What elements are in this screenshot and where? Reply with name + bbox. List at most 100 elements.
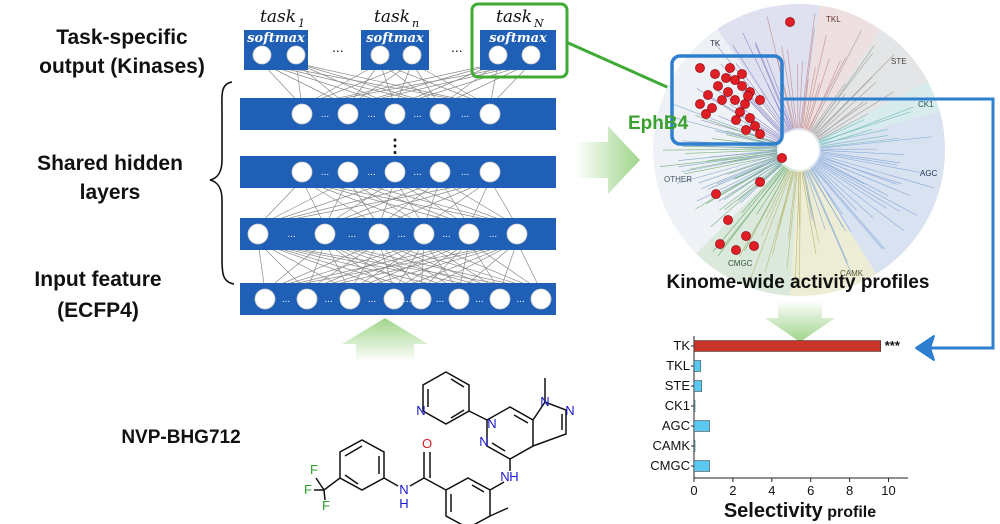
- atom-n-pyridine: N: [416, 403, 425, 418]
- task-N-highlight-box: [470, 2, 569, 79]
- connection-line: [264, 241, 380, 292]
- tk-to-chart-arrowhead: [915, 335, 935, 361]
- hidden-vertical-dots: ⋮: [386, 136, 404, 156]
- kinome-branch: [820, 136, 933, 149]
- kinome-branch: [814, 165, 857, 211]
- node-ellipsis: ...: [516, 294, 524, 305]
- node-ellipsis: ...: [489, 229, 497, 240]
- node-ellipsis: ...: [403, 294, 411, 305]
- connection-line: [420, 241, 518, 292]
- hidden-node: [384, 161, 406, 183]
- chart-category-label: CAMK: [652, 438, 690, 453]
- camk-sector: [790, 150, 880, 296]
- kinome-branch: [746, 97, 783, 136]
- atom-o: O: [422, 436, 432, 451]
- kinome-branch: [813, 166, 886, 250]
- output-node: [370, 45, 390, 65]
- connection-line: [306, 241, 470, 292]
- kinome-branch: [798, 171, 801, 282]
- kinome-branch: [805, 83, 820, 130]
- chart-category-label: AGC: [662, 418, 690, 433]
- atom-f-1: F: [310, 462, 318, 477]
- cmgc-sector: [690, 150, 799, 296]
- kinome-branch: [818, 119, 865, 142]
- kinome-branch: [820, 152, 898, 166]
- connection-line: [349, 241, 470, 292]
- kinome-branch: [817, 101, 864, 139]
- kinome-branch: [819, 111, 911, 143]
- task-n-header: task n: [374, 7, 419, 30]
- connection-line: [306, 241, 326, 292]
- atom-n-pyrimidine-1: N: [487, 416, 496, 431]
- kinase-hit-dot: [750, 121, 760, 131]
- connection-line: [458, 241, 470, 292]
- task-1-subscript: 1: [298, 17, 305, 30]
- kinome-branch: [806, 170, 853, 275]
- connection-line: [378, 241, 501, 292]
- kinase-hit-dot: [695, 63, 705, 73]
- kinase-hit-dot: [737, 81, 747, 91]
- ste-sector: [799, 30, 930, 150]
- output-ellipsis-1: ...: [332, 39, 344, 55]
- connection-line: [378, 241, 542, 292]
- kinome-branch: [764, 54, 794, 129]
- kinase-hit-dot: [717, 95, 727, 105]
- kinome-branch: [761, 170, 791, 236]
- kinome-branch: [816, 162, 887, 209]
- kinome-branch: [744, 168, 789, 252]
- kinase-hit-dot: [741, 125, 751, 135]
- kinome-branch: [678, 152, 778, 168]
- kinome-branch: [819, 156, 902, 185]
- kinome-branch: [810, 168, 843, 215]
- kinase-hit-dot: [785, 17, 795, 27]
- chart-bar-ste: [693, 380, 703, 392]
- kinome-branch: [765, 169, 790, 220]
- node-ellipsis: ...: [413, 167, 421, 178]
- group-label-other: OTHER: [664, 175, 692, 184]
- kinase-hit-dot: [755, 95, 765, 105]
- kinome-branch: [676, 154, 778, 184]
- chart-bar-camk: [693, 440, 696, 452]
- node-ellipsis: ...: [475, 294, 483, 305]
- kinome-branch: [817, 161, 917, 216]
- kinome-branch: [809, 30, 862, 132]
- connection-line: [257, 241, 542, 292]
- connection-line: [257, 241, 422, 292]
- connection-line: [264, 241, 425, 292]
- kinase-hit-dot: [730, 75, 740, 85]
- group-label-tkl: TKL: [826, 15, 841, 24]
- kinome-branch: [716, 157, 779, 185]
- kinome-branch: [820, 135, 888, 147]
- connection-line: [349, 241, 518, 292]
- input-node: [254, 288, 276, 310]
- task-N-subscript: N: [533, 17, 544, 30]
- connection-line: [499, 241, 518, 292]
- task-n-name: task: [374, 7, 410, 27]
- chart-x-tick-label: 8: [846, 483, 853, 498]
- softmax-label: softmax: [489, 31, 547, 46]
- connection-line: [324, 241, 395, 292]
- kinase-hit-dot: [777, 153, 787, 163]
- chart-x-tick-label: 4: [768, 483, 775, 498]
- output-node: [286, 45, 306, 65]
- kinome-branch: [807, 57, 846, 131]
- node-ellipsis: ...: [367, 167, 375, 178]
- pyrazole-ring: [532, 401, 567, 447]
- atom-nh-hydrogen: H: [509, 469, 518, 484]
- kinome-branch: [798, 61, 803, 129]
- node-ellipsis: ...: [282, 294, 290, 305]
- kinome-branch: [712, 86, 782, 137]
- pyridine-ring: [422, 371, 470, 425]
- kinome-branch: [820, 150, 904, 155]
- atom-n-pyrazole-1: N: [540, 394, 549, 409]
- kinome-branch: [710, 163, 783, 228]
- hidden-layer-bar: [240, 218, 556, 250]
- chart-significance-annotation: ***: [885, 338, 901, 353]
- kinome-branch: [707, 158, 780, 190]
- kinome-branch: [741, 165, 784, 214]
- chart-bar-ck1: [693, 400, 696, 412]
- connection-line: [264, 241, 326, 292]
- kinome-branch: [755, 44, 792, 130]
